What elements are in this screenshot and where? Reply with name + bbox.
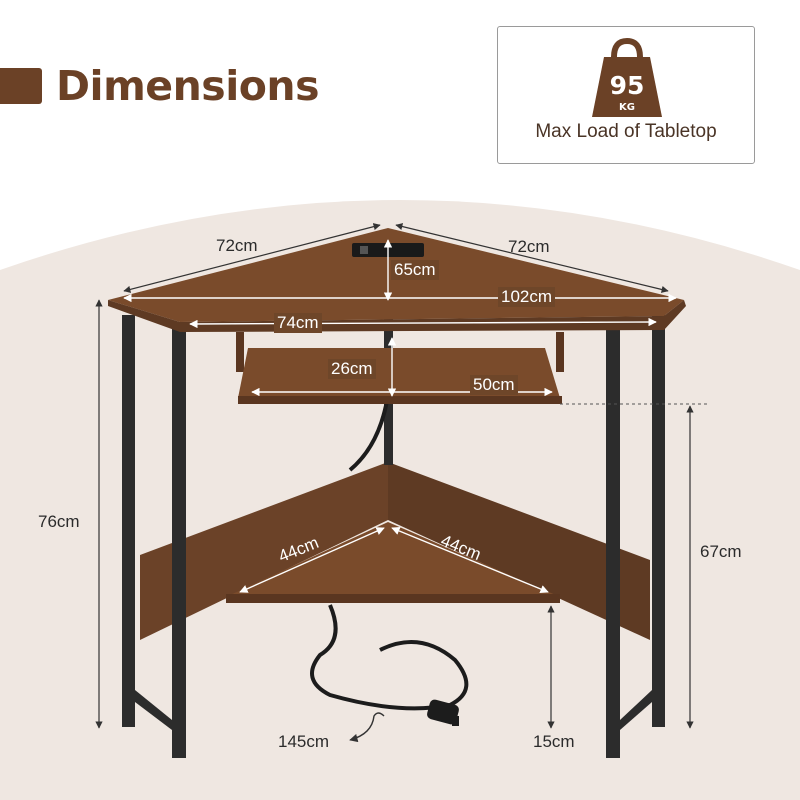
dim-top-left: 72cm [216,236,258,255]
power-cable [310,394,469,711]
load-caption: Max Load of Tabletop [535,121,717,142]
dim-top-right: 72cm [508,237,550,256]
cable-length-arrow [349,712,385,743]
weight-icon: 95 KG [592,37,662,117]
load-value: 95 [610,71,645,100]
tray-side-right [556,332,564,372]
dim-top-depth: 65cm [391,260,439,280]
dim-line-shelf-right [391,526,549,594]
right-leg-frame [606,315,665,758]
left-leg-frame [122,315,186,758]
power-plug-icon [427,699,459,726]
keyboard-tray-edge [238,396,562,404]
dim-total-height: 76cm [38,512,80,531]
power-outlet-usb [360,246,368,254]
dim-line-top-left [123,223,381,293]
dim-shelf-clearance: 15cm [533,732,575,751]
dim-top-diagonal: 102cm [498,287,556,307]
dim-line-front-width [189,317,657,329]
dim-line-top-right [395,223,669,293]
page-title: Dimensions [56,62,320,110]
dim-line-shelf-left [239,527,385,593]
load-unit: KG [619,102,635,113]
dim-tray-width: 50cm [470,375,518,395]
tray-side-left [236,332,244,372]
dim-front-width: 74cm [274,313,322,333]
max-load-badge: 95 KG Max Load of Tabletop [497,26,755,164]
title-accent-bar [0,68,42,104]
dim-tray-height: 26cm [328,359,376,379]
dim-leg-height: 67cm [700,542,742,561]
dim-cable-length: 145cm [278,732,330,751]
lower-shelf-edge [226,594,560,603]
